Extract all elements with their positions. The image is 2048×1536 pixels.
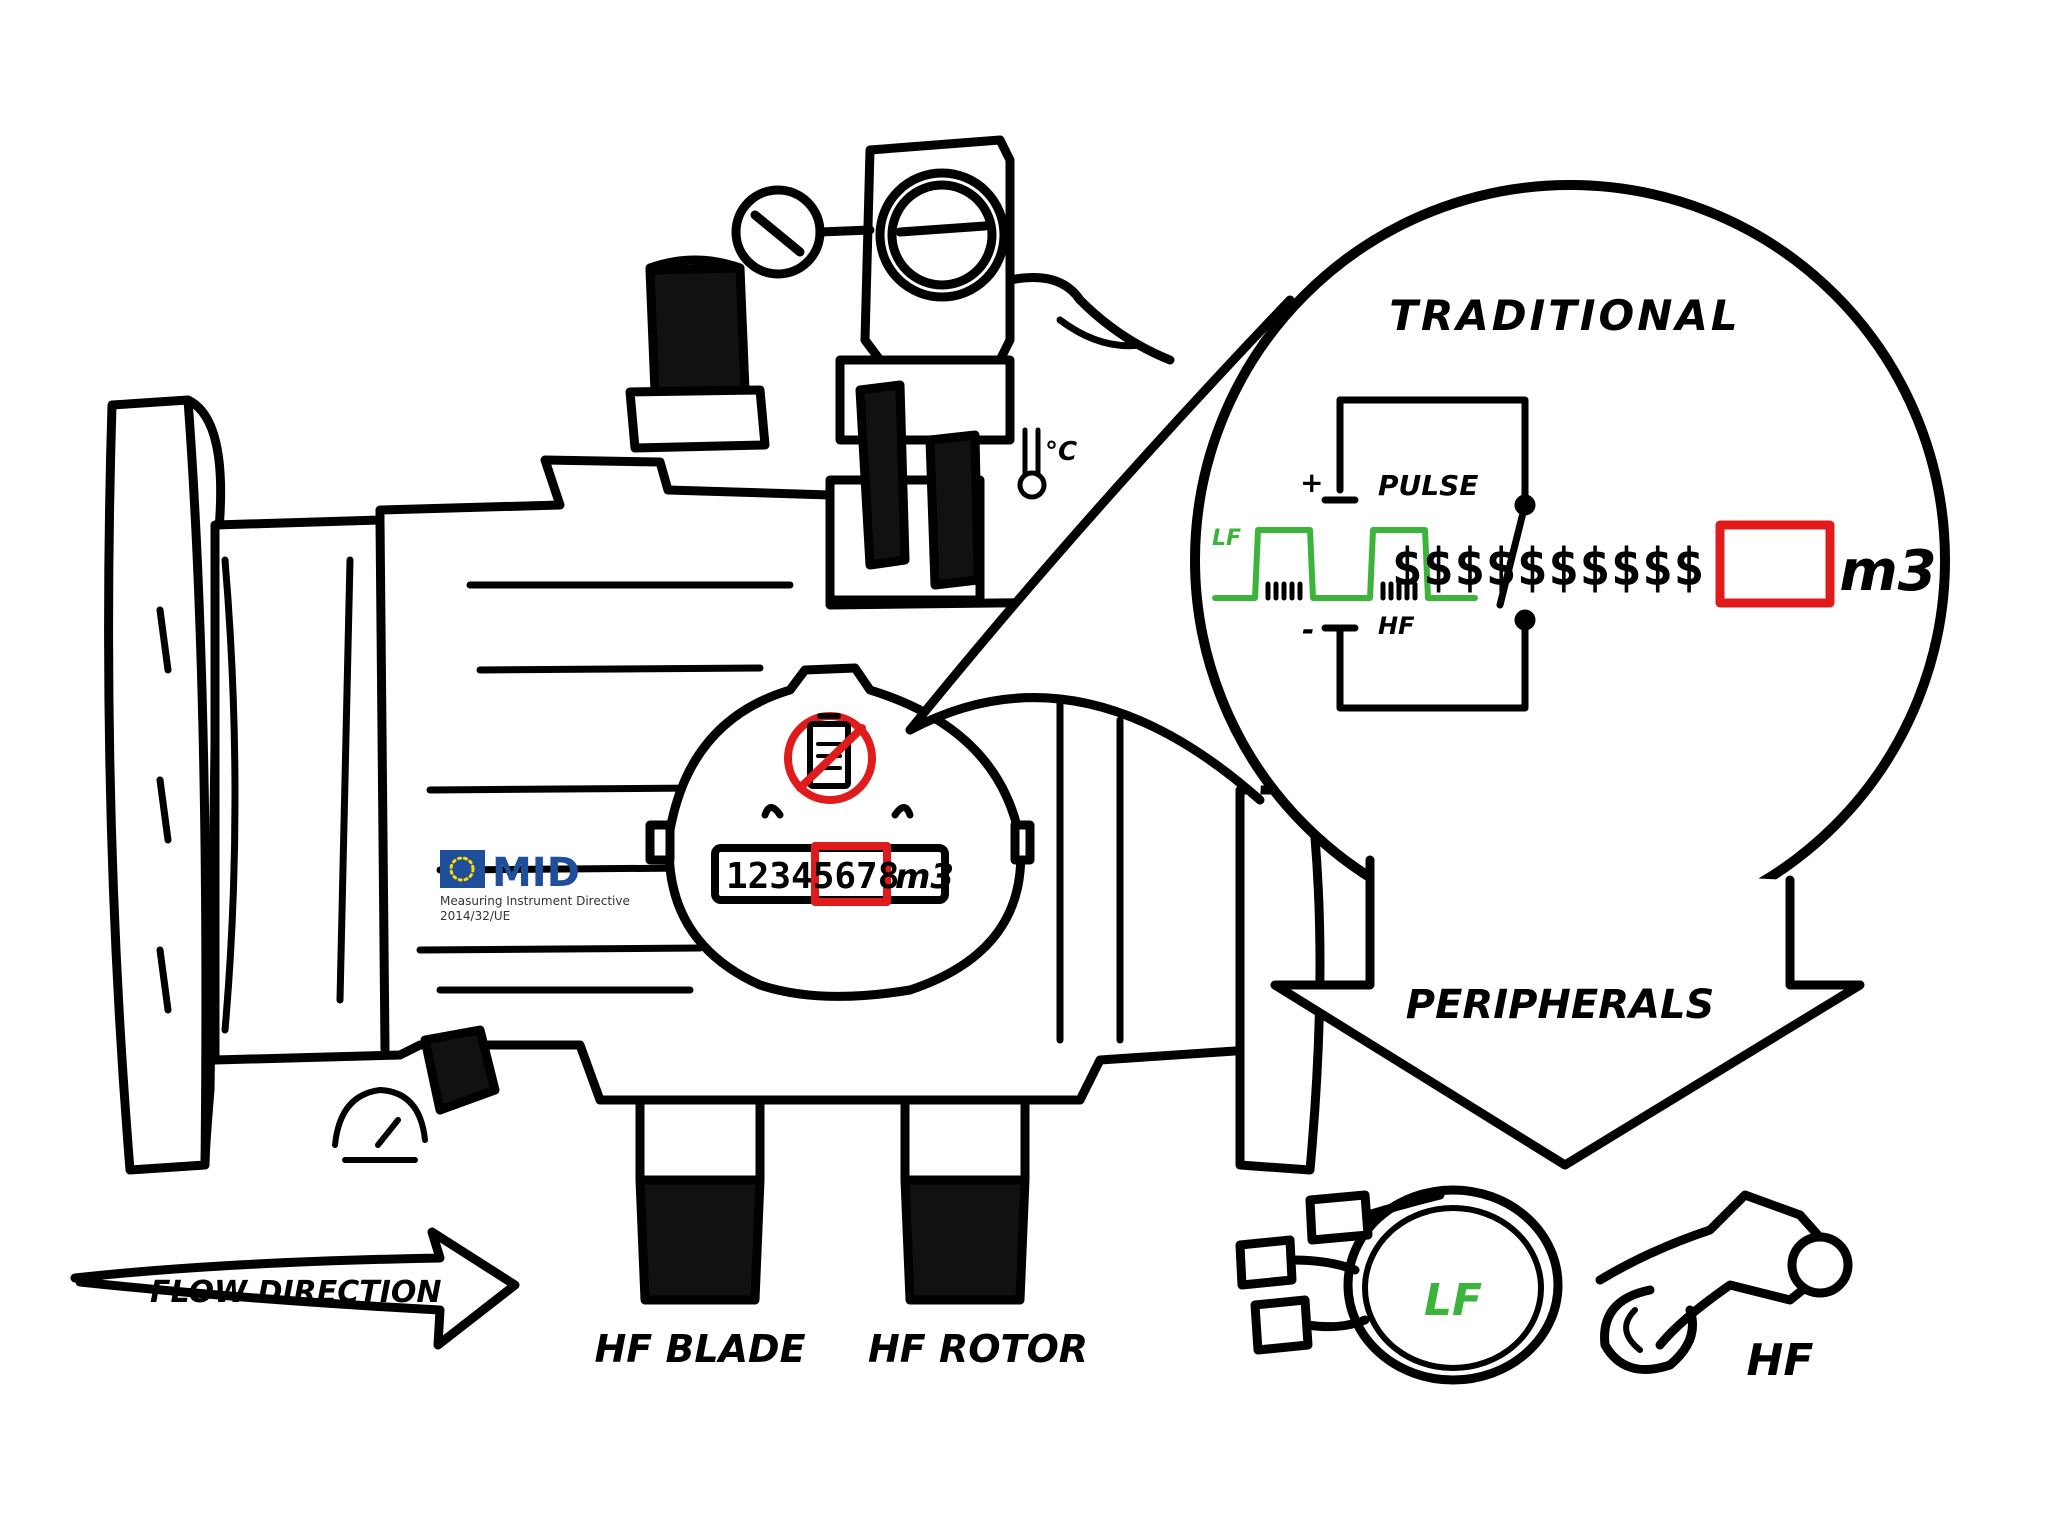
traditional-title: TRADITIONAL <box>1389 291 1740 340</box>
lf-pulse-signal <box>1212 527 1478 601</box>
valve-left <box>855 380 910 570</box>
hf-rotor-sensor <box>900 1095 1030 1305</box>
instrument-head <box>731 135 1175 605</box>
counter-unit: m3 <box>895 857 954 897</box>
right-flange <box>1235 785 1325 1175</box>
peripherals-label: PERIPHERALS <box>1406 982 1715 1028</box>
hf-connector <box>1595 1190 1853 1374</box>
register-highlight <box>1715 520 1835 608</box>
mid-logo-line2: 2014/32/UE <box>440 909 510 923</box>
hf-blade-sensor <box>635 1095 765 1305</box>
flow-direction-label: FLOW DIRECTION <box>150 1275 442 1310</box>
down-arrow-icon <box>1270 855 1865 1170</box>
lf-cable-coil <box>1235 1185 1563 1385</box>
hf-blade-label: HF BLADE <box>594 1327 805 1371</box>
counter-digits: 12345678 <box>726 856 899 897</box>
hf-rotor-label: HF ROTOR <box>868 1327 1088 1371</box>
register-digits: $$$$$$$$$$ <box>1391 538 1704 598</box>
pressure-plug <box>420 1025 500 1115</box>
valve-right <box>925 430 983 590</box>
peripherals-hf-label: HF <box>1747 1335 1814 1386</box>
counter-highlight <box>811 842 891 906</box>
magnifier-tail <box>905 295 1295 805</box>
lf-signal-label: LF <box>1212 526 1241 551</box>
register-unit: m3 <box>1839 539 1936 604</box>
hf-signal-label: HF <box>1378 612 1415 640</box>
pressure-gauge-icon <box>332 1087 428 1163</box>
mid-logo-text: MID <box>492 850 580 896</box>
switch-circuit <box>1321 396 1536 712</box>
pulse-label: PULSE <box>1378 469 1478 502</box>
thermometer-unit: °C <box>1045 437 1077 467</box>
top-connector <box>625 255 770 453</box>
peripherals-lf-label: LF <box>1424 1275 1482 1326</box>
thermometer-icon <box>1017 427 1047 500</box>
register-housing <box>645 663 1035 1001</box>
mid-logo-line1: Measuring Instrument Directive <box>440 894 630 908</box>
left-flange <box>104 395 226 1175</box>
battery-crossed-icon <box>784 712 876 804</box>
minus-sign: - <box>1302 613 1314 648</box>
flow-arrow-icon <box>70 1227 520 1350</box>
plus-sign: + <box>1300 466 1323 499</box>
hf-ticks <box>1265 581 1418 601</box>
mid-logo <box>440 850 485 888</box>
